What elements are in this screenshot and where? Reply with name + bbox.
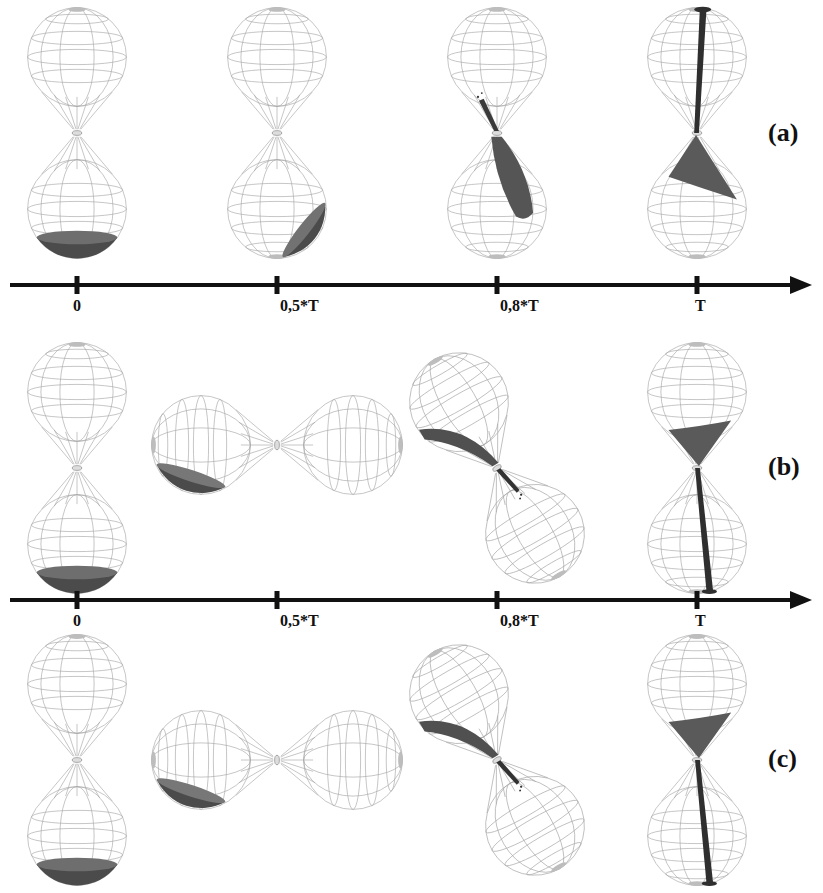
- panel-label: (a): [768, 119, 798, 148]
- hourglass: [28, 634, 127, 886]
- hourglass: [448, 7, 547, 259]
- panel-label: (c): [768, 745, 797, 774]
- time-label: 0,5*T: [280, 297, 319, 315]
- hourglass: [151, 396, 403, 502]
- time-label: 0,5*T: [280, 612, 319, 630]
- time-label: T: [695, 612, 706, 630]
- hourglass: [28, 7, 127, 259]
- hourglass: [648, 342, 747, 594]
- time-label: T: [695, 297, 706, 315]
- time-label: 0,8*T: [500, 612, 539, 630]
- hourglass: [391, 626, 602, 893]
- hourglass: [648, 7, 747, 259]
- time-axis: [10, 276, 812, 294]
- hourglass: [648, 634, 747, 886]
- panel-label: (b): [768, 453, 800, 482]
- time-label: 0: [73, 297, 81, 315]
- hourglass: [228, 7, 336, 265]
- hourglass: [151, 711, 403, 817]
- time-label: 0: [73, 612, 81, 630]
- hourglass: [28, 342, 127, 594]
- time-label: 0,8*T: [500, 297, 539, 315]
- time-axis: [10, 591, 812, 609]
- hourglass: [391, 334, 602, 601]
